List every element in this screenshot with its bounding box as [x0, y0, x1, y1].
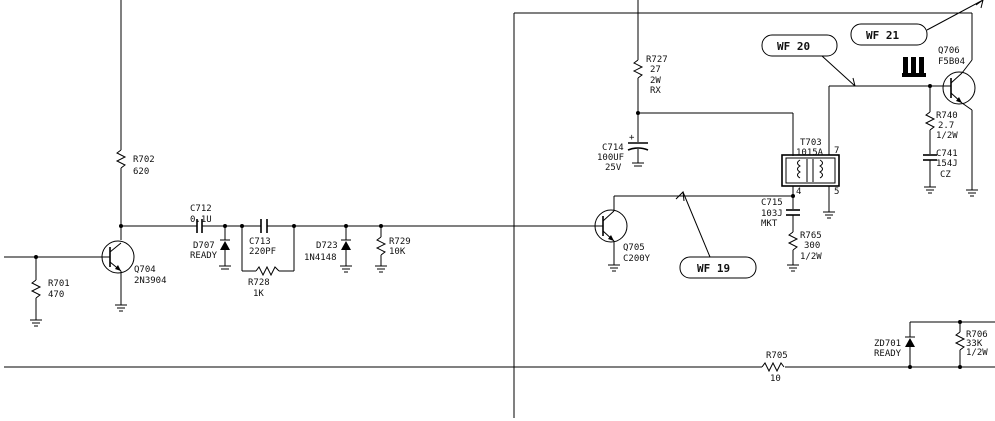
- frame-lines: [4, 12, 995, 418]
- c715-capacitor: [786, 196, 800, 232]
- svg-text:1/2W: 1/2W: [936, 131, 958, 141]
- r740-resistor: [924, 86, 936, 154]
- svg-text:RX: RX: [650, 86, 661, 96]
- svg-text:1/2W: 1/2W: [800, 252, 822, 262]
- component-labels: R702 620 R701 470 Q704 2N3904 C712 0.1U …: [48, 46, 988, 384]
- svg-text:27: 27: [650, 65, 661, 75]
- r706-resistor: [954, 320, 995, 369]
- svg-text:1N4148: 1N4148: [304, 253, 337, 263]
- svg-text:0.1U: 0.1U: [190, 215, 212, 225]
- d723-diode: [340, 226, 352, 273]
- c713-capacitor: [258, 219, 268, 233]
- svg-text:25V: 25V: [605, 163, 622, 173]
- svg-text:470: 470: [48, 290, 64, 300]
- svg-text:1/2W: 1/2W: [966, 348, 988, 358]
- svg-text:C741: C741: [936, 149, 958, 159]
- svg-text:C713: C713: [249, 237, 271, 247]
- ground-symbol: [30, 319, 42, 327]
- svg-text:R729: R729: [389, 237, 411, 247]
- svg-text:F5B04: F5B04: [938, 57, 965, 67]
- svg-text:D707: D707: [193, 241, 215, 251]
- svg-text:7: 7: [834, 146, 839, 156]
- svg-text:R701: R701: [48, 279, 70, 289]
- svg-text:R728: R728: [248, 278, 270, 288]
- svg-text:READY: READY: [874, 349, 902, 359]
- q705-transistor: [594, 196, 628, 272]
- svg-text:R705: R705: [766, 351, 788, 361]
- c741-capacitor: [923, 154, 937, 194]
- r765-resistor: [787, 231, 799, 272]
- r729-resistor: [375, 226, 387, 273]
- r702-resistor: [115, 149, 127, 169]
- wf20-callout: WF 20: [761, 34, 856, 87]
- svg-text:Q706: Q706: [938, 46, 960, 56]
- svg-text:R706: R706: [966, 330, 988, 340]
- d707-diode: [219, 226, 231, 270]
- svg-text:Q704: Q704: [134, 265, 156, 275]
- svg-text:C714: C714: [602, 143, 624, 153]
- svg-text:+: +: [629, 133, 635, 143]
- q706-transistor: [942, 13, 978, 197]
- r727-resistor: [632, 0, 644, 113]
- svg-text:10: 10: [770, 374, 781, 384]
- q704-stage: [4, 0, 135, 327]
- svg-text:R702: R702: [133, 155, 155, 165]
- svg-text:R727: R727: [646, 55, 668, 65]
- svg-text:T703: T703: [800, 138, 822, 148]
- zd701-zener: [905, 321, 960, 369]
- svg-text:4: 4: [796, 187, 801, 197]
- svg-text:MKT: MKT: [761, 219, 778, 229]
- svg-text:300: 300: [804, 241, 820, 251]
- ground-symbol: [823, 211, 835, 219]
- ground-symbol: [115, 304, 127, 312]
- svg-text:620: 620: [133, 167, 149, 177]
- svg-text:ZD701: ZD701: [874, 339, 901, 349]
- svg-text:C715: C715: [761, 198, 783, 208]
- svg-text:R765: R765: [800, 231, 822, 241]
- svg-text:154J: 154J: [936, 159, 958, 169]
- svg-text:WF 20: WF 20: [777, 40, 810, 53]
- r728-resistor: [241, 226, 295, 277]
- heatsink-icon: [902, 57, 926, 77]
- svg-text:2W: 2W: [650, 76, 661, 86]
- svg-text:C712: C712: [190, 204, 212, 214]
- svg-text:WF 21: WF 21: [866, 29, 899, 42]
- t703-transformer: [781, 154, 840, 187]
- wf19-callout: WF 19: [675, 190, 757, 279]
- svg-text:220PF: 220PF: [249, 247, 276, 257]
- svg-text:1015A: 1015A: [796, 148, 824, 158]
- svg-text:R740: R740: [936, 111, 958, 121]
- c714-capacitor: +: [627, 113, 649, 167]
- svg-text:CZ: CZ: [940, 170, 951, 180]
- svg-text:C200Y: C200Y: [623, 254, 651, 264]
- svg-text:1K: 1K: [253, 289, 264, 299]
- svg-text:100UF: 100UF: [597, 153, 624, 163]
- r701-resistor: [30, 279, 42, 299]
- svg-text:2N3904: 2N3904: [134, 276, 167, 286]
- svg-text:10K: 10K: [389, 247, 406, 257]
- svg-text:103J: 103J: [761, 209, 783, 219]
- wf21-callout: WF 21: [850, 0, 984, 46]
- svg-text:WF 19: WF 19: [697, 262, 730, 275]
- svg-text:5: 5: [834, 187, 839, 197]
- svg-text:2.7: 2.7: [938, 121, 954, 131]
- svg-text:33K: 33K: [966, 339, 983, 349]
- svg-text:Q705: Q705: [623, 243, 645, 253]
- svg-text:D723: D723: [316, 241, 338, 251]
- svg-text:READY: READY: [190, 251, 218, 261]
